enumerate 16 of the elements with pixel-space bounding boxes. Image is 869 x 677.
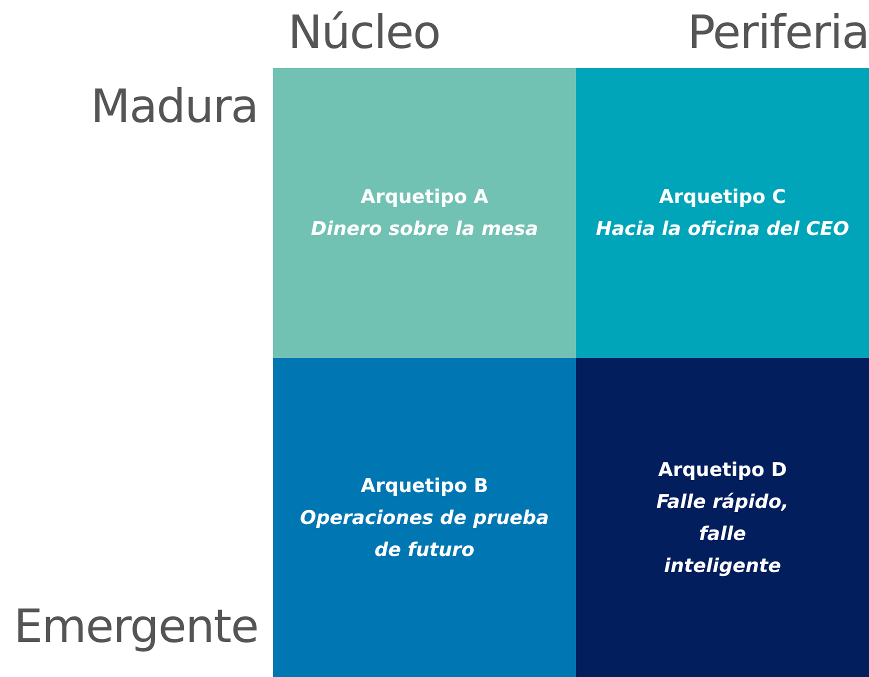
quadrant-title: Arquetipo C: [659, 185, 786, 210]
quadrant-box: [576, 68, 869, 358]
quadrant-box: [273, 68, 576, 358]
quadrant-subtitle: Hacia la oficina del CEO: [596, 217, 850, 242]
quadrant-subtitle: Operaciones de prueba de futuro: [299, 506, 550, 562]
axis-label: Madura: [90, 78, 258, 135]
quadrant-box: [273, 358, 576, 677]
axis-label: Núcleo: [288, 4, 440, 61]
quadrant-title: Arquetipo B: [360, 474, 488, 498]
axis-label: Emergente: [14, 598, 258, 655]
quadrant-subtitle: Falle rápido, falle inteligente: [655, 490, 790, 578]
axis-label: Periferia: [688, 4, 869, 61]
quadrant-subtitle: Dinero sobre la mesa: [310, 217, 538, 242]
quadrant-title: Arquetipo D: [658, 458, 787, 482]
quadrant-box: [576, 358, 869, 677]
quadrant-title: Arquetipo A: [360, 185, 488, 210]
